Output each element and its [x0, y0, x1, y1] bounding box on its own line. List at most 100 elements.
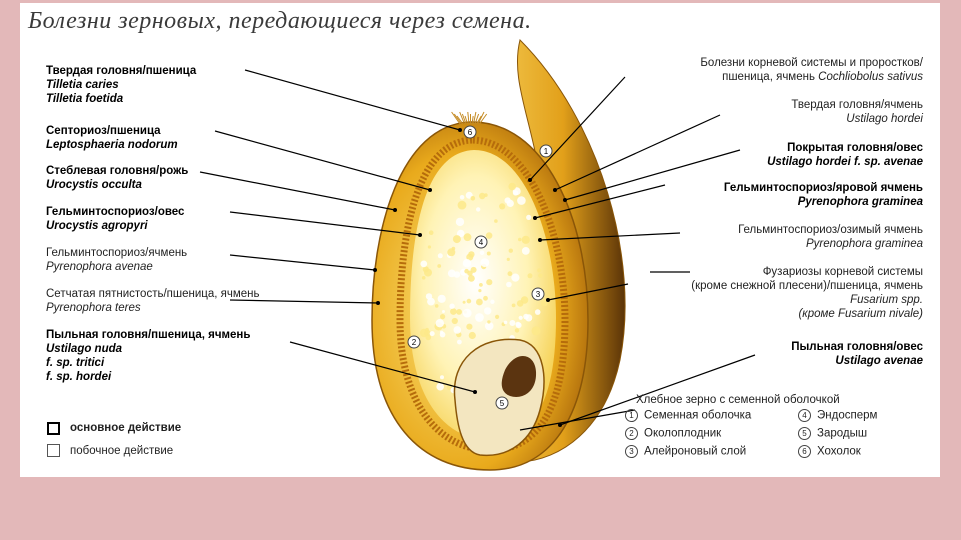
label-right-4: Гельминтоспориоз/яровой ячмень Pyrenopho…	[723, 182, 923, 208]
label-left-6: Сетчатая пятнистость/пшеница, ячмень Pyr…	[46, 288, 260, 314]
granule	[470, 196, 476, 201]
granule	[437, 294, 446, 303]
tuft-hair	[459, 111, 465, 125]
granule	[455, 217, 465, 227]
tuft-hair	[473, 111, 477, 125]
granule	[459, 195, 465, 200]
granule	[518, 315, 523, 320]
granule	[453, 326, 462, 334]
tuft-hair	[464, 115, 468, 125]
granule	[485, 232, 493, 239]
granule	[429, 331, 435, 337]
label-left-1: Твердая головня/пшеница Tilletia caries …	[46, 65, 197, 105]
granule	[452, 235, 461, 244]
granule	[451, 317, 458, 325]
tuft-hair	[461, 113, 467, 125]
label-right-7: Пыльная головня/овес Ustilago avenae	[791, 341, 923, 367]
granule	[520, 296, 529, 304]
granule	[538, 273, 543, 278]
granule	[470, 266, 477, 273]
granule	[421, 276, 426, 280]
granule	[531, 326, 541, 336]
label-right-2: Твердая головня/ячмень Ustilago hordei	[791, 99, 923, 125]
granule	[439, 331, 446, 338]
leader-lines	[199, 69, 756, 431]
legend-secondary-box	[47, 444, 60, 457]
granule	[468, 275, 475, 282]
granule	[476, 298, 483, 306]
granule	[506, 257, 510, 261]
granule	[517, 196, 526, 205]
granule	[462, 300, 466, 304]
granule	[451, 246, 456, 251]
granule	[514, 328, 520, 333]
granule	[450, 308, 457, 315]
legend-primary-label: основное действие	[70, 422, 182, 434]
granule	[515, 321, 521, 327]
legend-secondary-label: побочное действие	[70, 445, 174, 457]
label-right-6: Фузариозы корневой системы (кроме снежно…	[691, 266, 923, 320]
granule	[486, 279, 493, 286]
granule	[509, 320, 516, 326]
granule	[442, 310, 445, 313]
granule	[537, 268, 542, 273]
granule	[508, 248, 513, 253]
granule	[466, 253, 474, 261]
label-right-1: Болезни корневой системы и проростков/ п…	[700, 57, 923, 83]
granule	[521, 247, 530, 255]
label-left-5: Гельминтоспориоз/ячмень Pyrenophora aven…	[46, 247, 188, 273]
granule	[466, 298, 472, 304]
label-right-3: Покрытая головня/овес Ustilago hordei f.…	[767, 142, 923, 168]
granule	[447, 269, 456, 278]
page-title: Болезни зерновых, передающиеся через сем…	[28, 8, 532, 34]
tuft-hair	[451, 111, 461, 125]
granule	[506, 199, 514, 207]
granule	[466, 323, 473, 330]
granule	[434, 304, 439, 308]
granule	[428, 230, 434, 235]
granule	[457, 200, 467, 210]
granule	[526, 214, 532, 220]
granule	[521, 235, 530, 244]
tuft-hair	[476, 115, 482, 125]
granule	[436, 382, 445, 391]
tuft-hair	[453, 113, 462, 125]
key-heading: Хлебное зерно с семенной оболочкой	[636, 394, 840, 406]
tuft-hair	[474, 113, 480, 125]
marker-1: 1	[544, 147, 549, 156]
granule	[427, 297, 435, 306]
granule	[507, 271, 513, 277]
granule	[422, 266, 429, 273]
granule	[484, 321, 494, 331]
granule	[484, 307, 492, 315]
leader-endpoints	[373, 128, 567, 427]
granule	[494, 219, 498, 223]
granule	[475, 313, 484, 322]
granule	[534, 309, 541, 315]
granule	[425, 293, 433, 300]
granule	[499, 203, 506, 210]
granule	[512, 190, 519, 196]
granule	[462, 259, 472, 268]
label-right-5: Гельминтоспориоз/озимый ячмень Pyrenopho…	[738, 224, 923, 250]
granule	[449, 303, 455, 309]
granule	[457, 339, 462, 345]
granule	[440, 375, 444, 380]
granule	[440, 314, 446, 320]
granule	[518, 237, 522, 242]
granule	[480, 258, 490, 267]
tuft-hair	[477, 111, 485, 125]
granule	[490, 299, 495, 304]
granule	[487, 320, 491, 324]
granule	[540, 299, 548, 307]
marker-3: 3	[536, 290, 541, 299]
granule	[462, 308, 472, 318]
granule	[503, 320, 508, 325]
